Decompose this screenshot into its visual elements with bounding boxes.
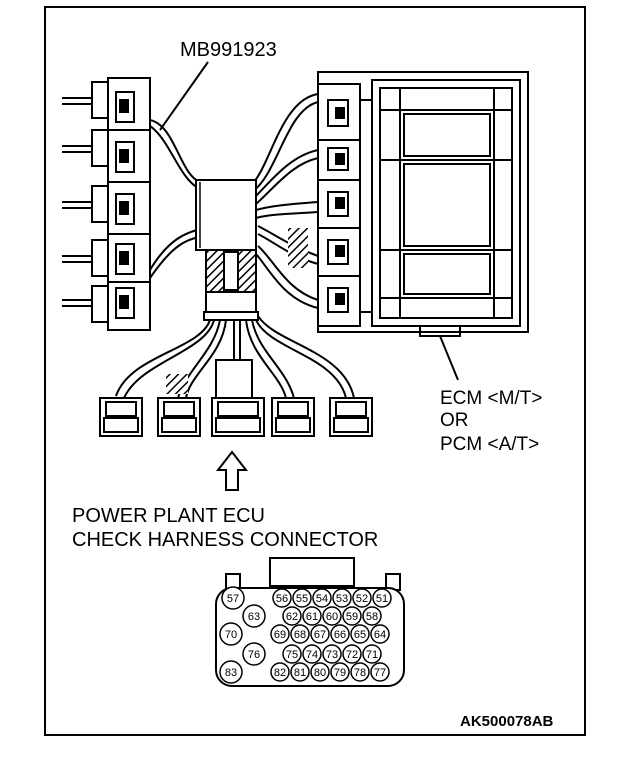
check-connectors — [99, 397, 373, 437]
diagram-frame — [44, 6, 586, 736]
pin-label-55: 55 — [296, 593, 308, 605]
pin-75 — [282, 644, 302, 664]
pin-label-69: 69 — [274, 629, 286, 641]
pin-78 — [350, 662, 370, 682]
pin-label-56: 56 — [276, 593, 288, 605]
pin-layer: 57 56 55 54 53 52 51 63 62 61 60 59 58 70 69 68 67 66 65 64… — [219, 586, 392, 684]
pin-60 — [322, 606, 342, 626]
pin-66 — [330, 624, 350, 644]
pin-70 — [219, 622, 243, 646]
pin-63 — [242, 604, 266, 628]
pin-label-82: 82 — [274, 667, 286, 679]
pin-label-60: 60 — [326, 611, 338, 623]
tool-leader-line — [159, 61, 209, 131]
pin-label-54: 54 — [316, 593, 328, 605]
pin-69 — [270, 624, 290, 644]
check-label-line2: CHECK HARNESS CONNECTOR — [72, 529, 378, 551]
pin-label-67: 67 — [314, 629, 326, 641]
pin-label-52: 52 — [356, 593, 368, 605]
pin-64 — [370, 624, 390, 644]
pin-label-62: 62 — [286, 611, 298, 623]
harness-wires — [149, 93, 319, 309]
pin-54 — [312, 588, 332, 608]
ecm-label-line3: PCM <A/T> — [440, 434, 539, 455]
check-harness-wires — [115, 315, 355, 399]
pin-label-78: 78 — [354, 667, 366, 679]
pin-label-76: 76 — [248, 649, 260, 661]
pin-label-51: 51 — [376, 593, 388, 605]
ecm-label-line2: OR — [440, 410, 469, 431]
pin-83 — [219, 660, 243, 684]
left-harness-connectors — [62, 77, 151, 331]
pin-59 — [342, 606, 362, 626]
pin-label-75: 75 — [286, 649, 298, 661]
pin-68 — [290, 624, 310, 644]
up-arrow-icon — [215, 450, 249, 491]
tool-label: MB991923 — [180, 39, 277, 61]
check-label-line1: POWER PLANT ECU — [72, 505, 265, 527]
pin-56 — [272, 588, 292, 608]
ecm-side-connectors — [317, 83, 361, 327]
pin-label-72: 72 — [346, 649, 358, 661]
pin-79 — [330, 662, 350, 682]
pin-72 — [342, 644, 362, 664]
ecm-label-line1: ECM <M/T> — [440, 388, 542, 409]
pin-62 — [282, 606, 302, 626]
pin-58 — [362, 606, 382, 626]
pin-label-61: 61 — [306, 611, 318, 623]
pin-label-65: 65 — [354, 629, 366, 641]
pin-label-70: 70 — [225, 629, 237, 641]
pin-73 — [322, 644, 342, 664]
pin-label-53: 53 — [336, 593, 348, 605]
pin-label-63: 63 — [248, 611, 260, 623]
pin-label-57: 57 — [227, 593, 239, 605]
pin-label-74: 74 — [306, 649, 318, 661]
pin-80 — [310, 662, 330, 682]
pin-label-64: 64 — [374, 629, 386, 641]
pin-label-66: 66 — [334, 629, 346, 641]
pin-label-80: 80 — [314, 667, 326, 679]
pin-label-81: 81 — [294, 667, 306, 679]
pin-label-77: 77 — [374, 667, 386, 679]
pin-81 — [290, 662, 310, 682]
pin-51 — [372, 588, 392, 608]
pin-55 — [292, 588, 312, 608]
pin-71 — [362, 644, 382, 664]
pin-label-68: 68 — [294, 629, 306, 641]
pin-label-83: 83 — [225, 667, 237, 679]
pin-label-59: 59 — [346, 611, 358, 623]
pin-74 — [302, 644, 322, 664]
pin-76 — [242, 642, 266, 666]
pin-67 — [310, 624, 330, 644]
harness-trunk — [195, 179, 259, 321]
figure-id: AK500078AB — [460, 713, 554, 730]
pin-65 — [350, 624, 370, 644]
pin-label-73: 73 — [326, 649, 338, 661]
pin-label-79: 79 — [334, 667, 346, 679]
pin-label-58: 58 — [366, 611, 378, 623]
pin-57 — [221, 586, 245, 610]
pin-53 — [332, 588, 352, 608]
ecm-leader-line — [439, 335, 459, 381]
ecm-body — [317, 71, 529, 337]
pin-61 — [302, 606, 322, 626]
pin-82 — [270, 662, 290, 682]
pin-label-71: 71 — [366, 649, 378, 661]
pin-77 — [370, 662, 390, 682]
pin-52 — [352, 588, 372, 608]
